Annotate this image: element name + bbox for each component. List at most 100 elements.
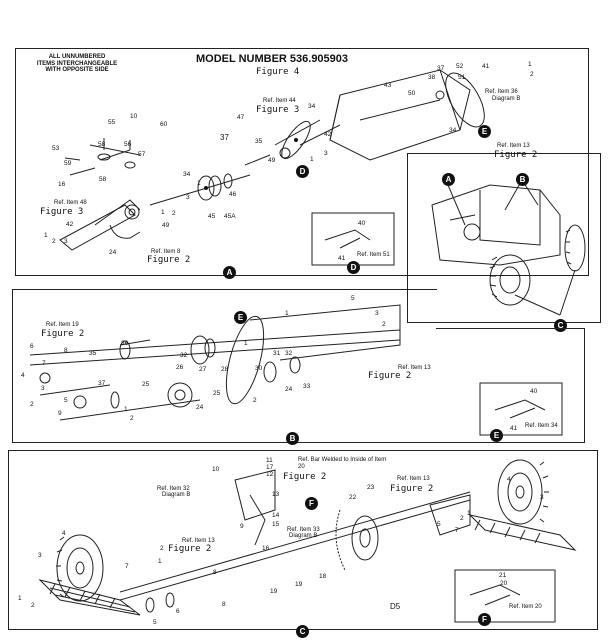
- part-number: 58: [98, 141, 106, 148]
- part-number: 25: [142, 381, 150, 388]
- ref-item-48: Ref. Item 48: [54, 200, 87, 206]
- axle-b: [29, 329, 401, 356]
- part-number: 7: [455, 527, 459, 534]
- part-number: 19: [270, 588, 278, 595]
- part-number: 4: [62, 530, 66, 537]
- part-number: 1: [124, 406, 128, 413]
- part-number: 38: [428, 74, 436, 81]
- inset-f-number: 20: [500, 580, 508, 587]
- overview-body: [431, 184, 561, 266]
- overview-callout-a: A: [442, 173, 455, 186]
- part-number: 30: [255, 365, 263, 372]
- ref-item-32: Ref. Item 32: [157, 486, 190, 492]
- callout-d: D: [296, 165, 309, 178]
- callout-c: C: [296, 625, 309, 638]
- inset-d-callout: D: [347, 261, 360, 274]
- wheel-right: [497, 459, 543, 525]
- part-number: 42: [324, 131, 332, 138]
- part-number: 1: [244, 340, 248, 347]
- part-number: 1: [528, 61, 532, 68]
- part-number: 46: [229, 191, 237, 198]
- part-number: 2: [52, 238, 56, 245]
- part-number: 8: [213, 569, 217, 576]
- track-left: [38, 579, 141, 616]
- part-number: 1: [44, 232, 48, 239]
- part-number: 51: [458, 74, 466, 81]
- part-number: 4: [507, 476, 511, 483]
- inset-d-ref: Ref. Item 51: [357, 252, 390, 258]
- panel-b: [12, 289, 437, 443]
- part-number: 16: [58, 181, 66, 188]
- lever-bracket: [59, 204, 136, 251]
- part-number: 14: [272, 512, 280, 519]
- part-number: 12: [266, 471, 274, 478]
- part-number: 1: [158, 558, 162, 565]
- part-number: 24: [109, 249, 117, 256]
- part-number: 49: [268, 157, 276, 164]
- part-number: 3: [186, 194, 190, 201]
- part-number: 3: [41, 385, 45, 392]
- part-number: 24: [196, 404, 204, 411]
- part-number: 32: [180, 352, 188, 359]
- part-number: 43: [384, 82, 392, 89]
- inset-e-number: 40: [530, 388, 538, 395]
- wheel-hub-a: [124, 204, 140, 220]
- diagram-ref: Diagram B: [162, 492, 191, 498]
- part-number: 13: [272, 491, 280, 498]
- part-number: 1: [197, 180, 201, 187]
- part-number: 56: [124, 141, 132, 148]
- part-number: 18: [319, 573, 327, 580]
- figure-ref: Figure 2: [147, 255, 191, 265]
- part-number: 6: [30, 343, 34, 350]
- part-number: 35: [89, 350, 97, 357]
- inset-f-ref: Ref. Item 20: [509, 604, 542, 610]
- diagram-ref: Diagram B: [492, 96, 521, 102]
- figure-ref: Figure 3: [256, 105, 300, 115]
- callout-f: F: [305, 497, 318, 510]
- part-number: 47: [237, 114, 245, 121]
- part-number: 7: [125, 563, 129, 570]
- part-number: 4: [21, 372, 25, 379]
- part-number: 3: [64, 238, 68, 245]
- ref-item-13: Ref. Item 13: [497, 143, 530, 149]
- model-number: MODEL NUMBER 536.905903: [196, 53, 349, 65]
- part-number: 2: [130, 415, 134, 422]
- part-number: 17: [266, 464, 274, 471]
- overview-panel: [407, 153, 601, 323]
- part-number: 42: [66, 221, 74, 228]
- interchange-note: ALL UNNUMBERED ITEMS INTERCHANGEABLE WIT…: [36, 54, 118, 74]
- track-right: [468, 514, 577, 551]
- part-number: 1: [18, 595, 22, 602]
- part-number: 10: [212, 466, 220, 473]
- axle-c: [119, 499, 471, 601]
- part-number: 3: [38, 552, 42, 559]
- part-number: 3: [375, 310, 379, 317]
- part-number: 49: [162, 222, 170, 229]
- part-number: 45: [208, 213, 216, 220]
- figure-ref: Figure 2: [390, 484, 434, 494]
- inset-f-box: [454, 569, 556, 623]
- ref-item-13-c: Ref. Item 13: [182, 538, 215, 544]
- figure-ref: Figure 2: [494, 150, 538, 160]
- shaft-a: [149, 174, 251, 206]
- part-number: 35: [255, 138, 263, 145]
- panel-code: D5: [390, 602, 401, 611]
- part-number: 2: [460, 515, 464, 522]
- ref-item-19: Ref. Item 19: [46, 322, 79, 328]
- chain-c: [335, 509, 346, 571]
- figure-ref: Figure 2: [168, 544, 212, 554]
- part-number: 33: [303, 383, 311, 390]
- part-number: 11: [266, 457, 273, 464]
- panel-b-right: [436, 328, 585, 443]
- part-number: 3: [540, 494, 544, 501]
- part-number: 5: [153, 619, 157, 626]
- part-number: 50: [408, 90, 416, 97]
- part-number: 2: [253, 397, 257, 404]
- part-number: 57: [138, 151, 146, 158]
- part-number: 27: [199, 366, 207, 373]
- part-number: 55: [108, 119, 116, 126]
- part-number: 8: [222, 601, 226, 608]
- part-number: 34: [183, 171, 191, 178]
- ref-item-44: Ref. Item 44: [263, 98, 296, 104]
